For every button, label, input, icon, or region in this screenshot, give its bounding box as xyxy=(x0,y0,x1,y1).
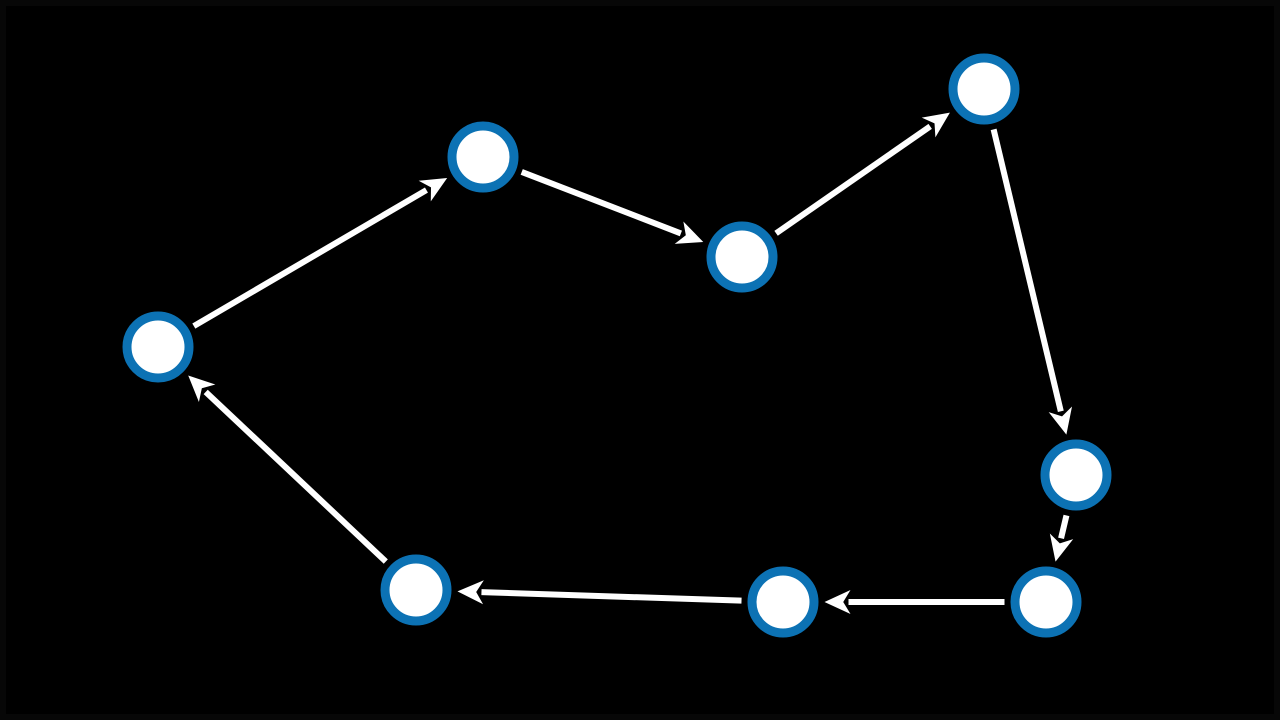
graph-node-n5[interactable] xyxy=(1040,439,1112,511)
edge-arrowhead-icon xyxy=(921,112,950,138)
graph-edge xyxy=(481,589,742,604)
graph-node-n7[interactable] xyxy=(747,566,819,638)
graph-node-n8[interactable] xyxy=(380,554,452,626)
edge-arrowhead-icon xyxy=(824,590,851,614)
graph-node-n3[interactable] xyxy=(706,221,778,293)
graph-node-n6[interactable] xyxy=(1010,566,1082,638)
edges-layer xyxy=(188,112,1074,614)
edge-arrowhead-icon xyxy=(1048,406,1073,435)
graph-edge xyxy=(990,128,1064,412)
graph-edge xyxy=(203,389,388,564)
edge-arrowhead-icon xyxy=(1049,533,1074,562)
edge-arrowhead-icon xyxy=(188,375,216,403)
nodes-layer xyxy=(122,53,1112,638)
graph-node-n4[interactable] xyxy=(948,53,1020,125)
graph-node-n1[interactable] xyxy=(122,311,194,383)
graph-edge xyxy=(1058,514,1070,539)
graph-edge xyxy=(520,169,682,237)
edge-arrowhead-icon xyxy=(457,580,484,605)
edge-arrowhead-icon xyxy=(674,221,704,244)
edge-arrowhead-icon xyxy=(418,177,448,202)
graph-edge xyxy=(192,187,428,329)
graph-edge xyxy=(774,123,932,236)
graph-node-n2[interactable] xyxy=(447,121,519,193)
